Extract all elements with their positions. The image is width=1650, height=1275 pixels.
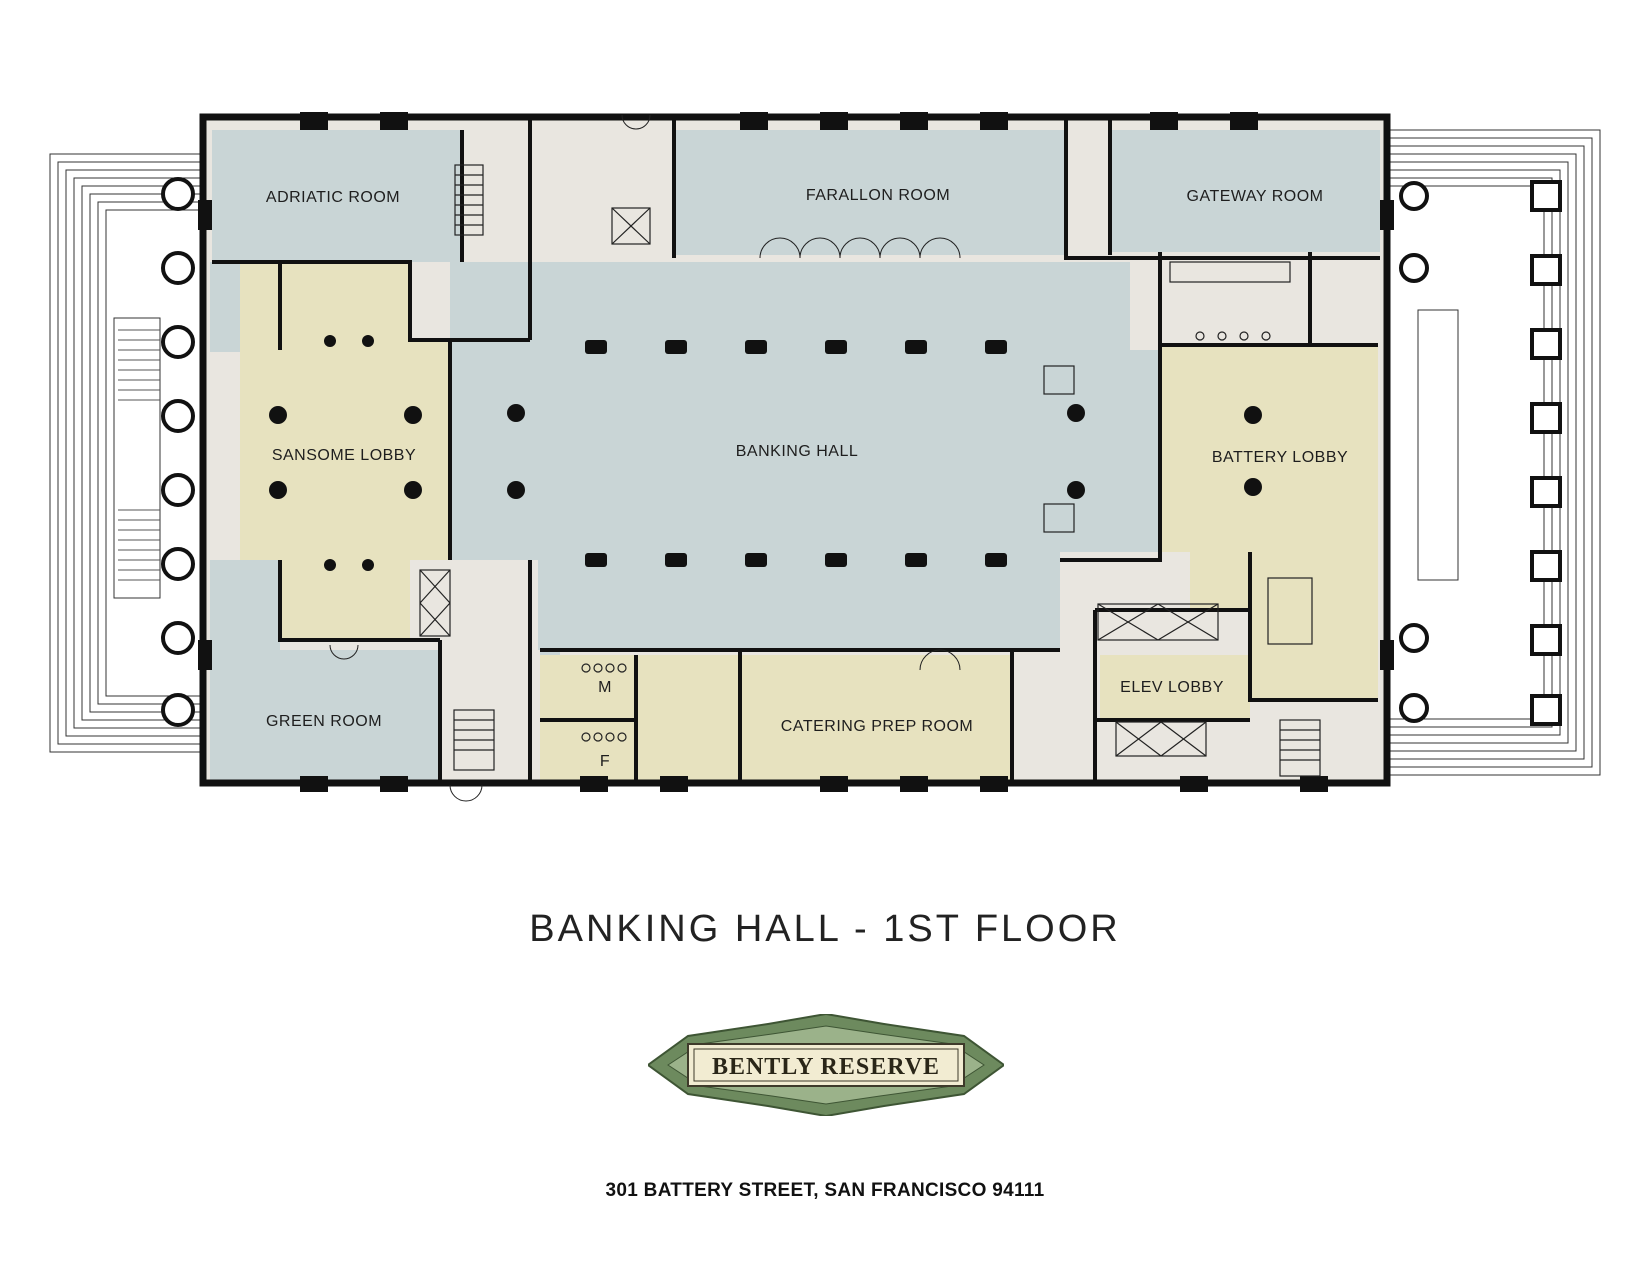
tan-rooms (240, 262, 1378, 785)
walls (199, 113, 1391, 787)
label-restroom-f: F (600, 753, 610, 770)
logo-text: BENTLY RESERVE (712, 1054, 940, 1080)
label-farallon-room: FARALLON ROOM (806, 187, 950, 204)
label-catering-prep-room: CATERING PREP ROOM (781, 718, 973, 735)
pilasters (198, 112, 1394, 792)
right-terrace (1389, 129, 1601, 776)
label-banking-hall: BANKING HALL (736, 443, 858, 460)
floor-plan: ADRIATIC ROOM FARALLON ROOM GATEWAY ROOM… (49, 112, 1601, 802)
bently-reserve-logo: BENTLY RESERVE (648, 1014, 1004, 1116)
label-restroom-m: M (598, 679, 612, 696)
hall-piers (269, 335, 1262, 571)
restroom-fixtures (581, 261, 1313, 742)
interior-walls (212, 117, 1380, 783)
left-steps-lines (118, 329, 160, 581)
page-title: BANKING HALL - 1ST FLOOR (529, 908, 1121, 950)
exterior-columns-right (1399, 180, 1562, 726)
blue-rooms (210, 130, 1380, 780)
address: 301 BATTERY STREET, SAN FRANCISCO 94111 (605, 1180, 1045, 1201)
label-green-room: GREEN ROOM (266, 713, 382, 730)
left-terrace (49, 153, 201, 753)
service-core (440, 650, 540, 780)
label-gateway-room: GATEWAY ROOM (1187, 188, 1324, 205)
door-swings (329, 114, 961, 802)
label-sansome-lobby: SANSOME LOBBY (272, 447, 416, 464)
label-elev-lobby: ELEV LOBBY (1120, 679, 1224, 696)
label-battery-lobby: BATTERY LOBBY (1212, 449, 1348, 466)
exterior-columns-left (161, 177, 195, 727)
label-adriatic-room: ADRIATIC ROOM (266, 189, 400, 206)
stairs-and-elevators (419, 164, 1321, 777)
